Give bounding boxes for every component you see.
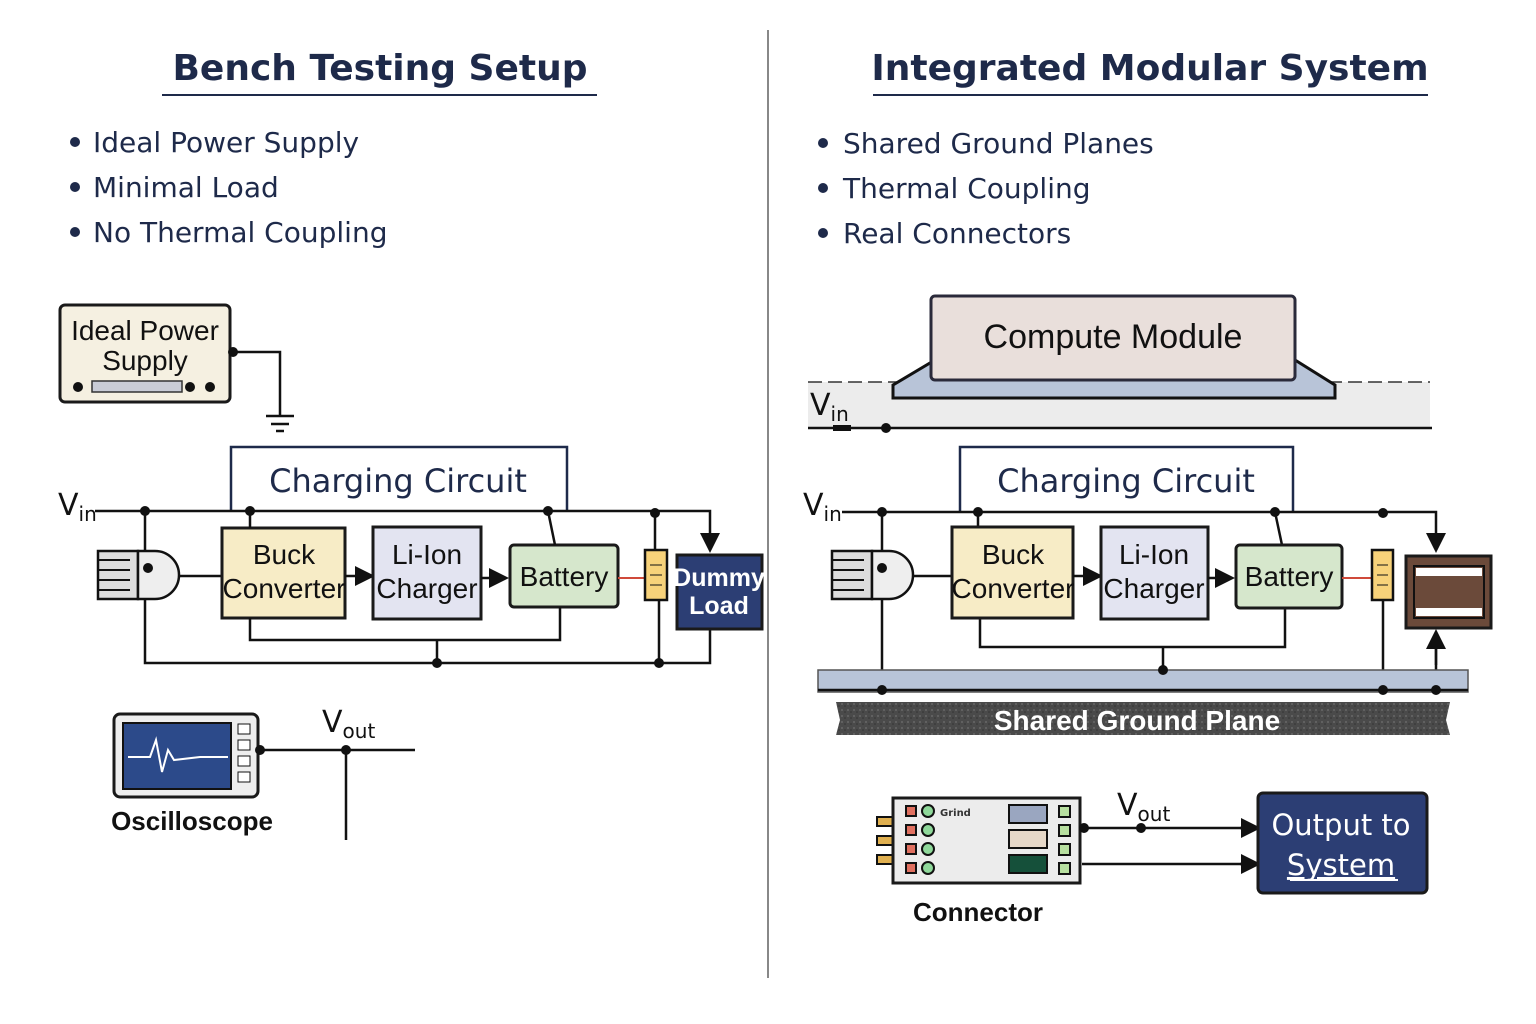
bullet-dot [70,182,80,192]
li-ion-charger-block: Li-Ion Charger [371,525,483,621]
dummy-load-label-2: Load [689,592,749,620]
fuse-icon [1370,548,1395,602]
fuse-icon [643,548,669,602]
charger-label-2: Charger [376,573,477,604]
plug-icon [830,549,915,601]
charger-label-1: Li-Ion [392,539,462,570]
charger-label-2: Charger [1103,573,1204,604]
oscilloscope-icon [112,712,260,799]
plug-icon [96,549,181,601]
output-label-1: Output to [1271,808,1410,842]
dummy-load-label-1: Dummy [673,564,765,592]
bullet-dot [70,227,80,237]
buck-label-1: Buck [253,539,316,570]
vin-top-label: Vin [810,388,849,426]
bullet-item: Minimal Load [93,171,279,204]
buck-label-1: Buck [982,539,1045,570]
vout-label: Vout [322,705,375,743]
buck-label-2: Converter [223,573,346,604]
right-title: Integrated Modular System [871,48,1428,89]
connector-label: Connector [913,897,1043,927]
battery-block: Battery [508,543,620,609]
shared-ground-plane [836,702,1450,735]
charging-circuit-frame [229,445,569,512]
buck-converter-block: Buck Converter [950,525,1075,620]
compute-module-block: Compute Module [929,294,1297,382]
right-panel: Integrated Modular System Shared Ground … [803,48,1493,927]
bullet-item: No Thermal Coupling [93,216,387,249]
ground-icon [266,414,294,433]
right-bullets: Shared Ground Planes Thermal Coupling Re… [818,127,1154,250]
bullet-dot [818,183,828,193]
bullet-item: Real Connectors [843,217,1071,250]
ground-plane-label: Shared Ground Plane [994,705,1280,736]
vin-label: Vin [803,488,842,526]
left-panel: Bench Testing Setup Ideal Power Supply M… [58,48,765,840]
output-to-system-block: Output to System [1256,791,1429,895]
ground-plane-bar [817,669,1469,693]
chip-icon [1404,554,1493,630]
li-ion-charger-block: Li-Ion Charger [1099,525,1210,621]
vout-label: Vout [1117,788,1170,826]
oscilloscope-label: Oscilloscope [111,806,273,836]
left-title: Bench Testing Setup [172,48,587,89]
bullet-dot [70,137,80,147]
charging-circuit-frame [958,445,1295,512]
bullet-item: Ideal Power Supply [93,126,359,159]
compute-module-label: Compute Module [984,318,1243,356]
battery-block: Battery [1234,543,1344,610]
charger-label-1: Li-Ion [1119,539,1189,570]
power-supply-label-2: Supply [102,345,188,376]
bullet-item: Shared Ground Planes [843,127,1154,160]
charging-circuit-label: Charging Circuit [269,462,527,500]
charging-circuit-label: Charging Circuit [997,462,1255,500]
power-supply-label-1: Ideal Power [71,315,219,346]
dummy-load-block: Dummy Load [673,553,765,631]
bullet-dot [818,138,828,148]
bullet-dot [818,228,828,238]
battery-label: Battery [520,561,609,592]
connector-chip-text: Grind [940,808,971,819]
buck-label-2: Converter [952,573,1075,604]
connector-icon: Grind [876,796,1082,885]
left-bullets: Ideal Power Supply Minimal Load No Therm… [70,126,387,249]
buck-converter-block: Buck Converter [220,526,347,620]
bullet-item: Thermal Coupling [842,172,1091,205]
output-label-2: System [1287,848,1395,882]
battery-label: Battery [1245,561,1334,592]
ideal-power-supply: Ideal Power Supply [58,303,232,404]
vin-label: Vin [58,488,97,526]
